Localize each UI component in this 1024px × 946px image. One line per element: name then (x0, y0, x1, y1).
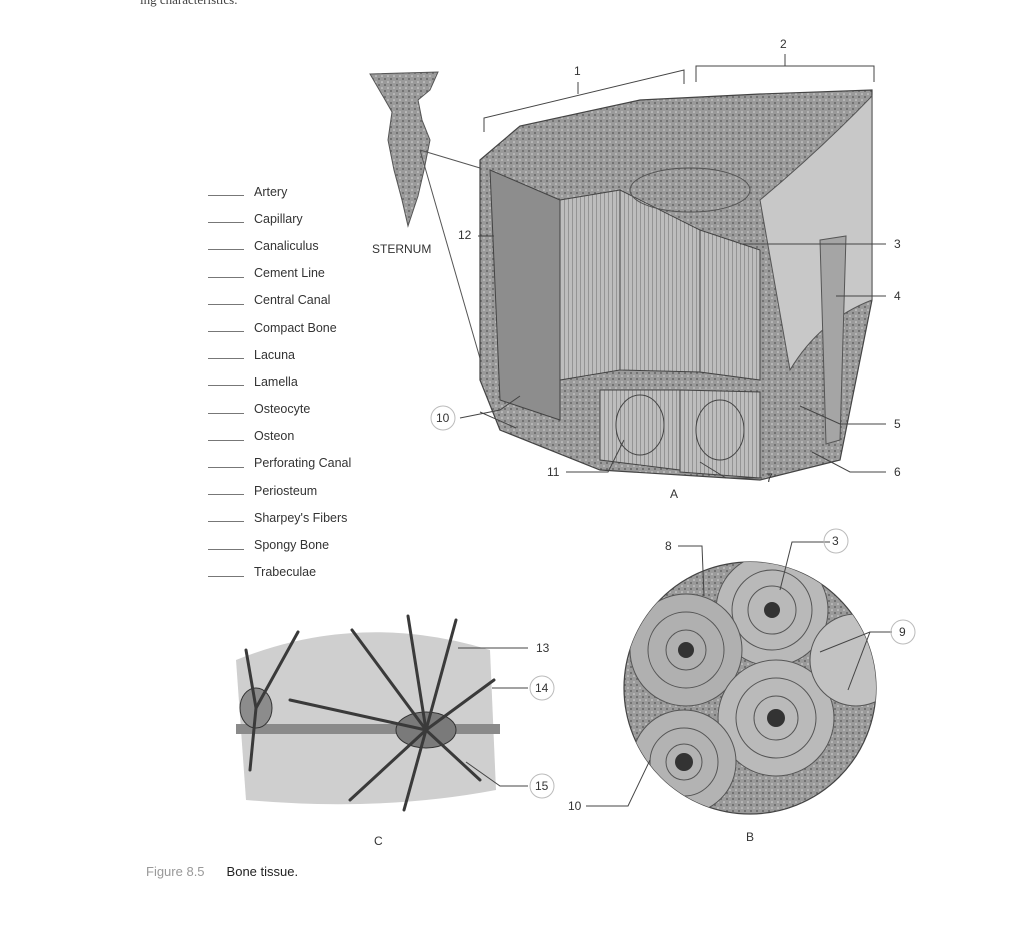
callout-10-a: 10 (436, 411, 450, 425)
term-item: Canaliculus (208, 232, 351, 259)
panel-label-b: B (746, 830, 755, 844)
callout-2: 2 (780, 37, 787, 51)
sternum-drawing (369, 71, 493, 401)
term-label: Sharpey's Fibers (254, 510, 348, 525)
term-label: Periosteum (254, 483, 318, 498)
term-item: Lamella (208, 368, 351, 395)
term-label: Osteocyte (254, 402, 311, 417)
leader-lines-c (458, 647, 528, 787)
term-list: Artery Capillary Canaliculus Cement Line… (208, 178, 351, 586)
term-label: Lamella (254, 374, 298, 389)
answer-blank (208, 350, 244, 360)
answer-blank (208, 513, 244, 523)
callout-6: 6 (894, 465, 901, 479)
answer-blank (208, 568, 244, 577)
term-label: Central Canal (254, 293, 331, 308)
cutoff-top-text: ing characteristics. (140, 0, 237, 8)
sternum-label: STERNUM (372, 242, 432, 256)
callout-15: 15 (535, 779, 549, 793)
leader-lines-a (459, 235, 886, 479)
term-label: Compact Bone (254, 320, 337, 335)
answer-blank (208, 241, 244, 251)
callout-10-b: 10 (568, 799, 582, 813)
osteocyte-drawing (236, 614, 500, 812)
callout-7: 7 (766, 471, 773, 485)
answer-blank (208, 377, 244, 387)
bracket-lines (483, 54, 875, 132)
answer-blank (208, 187, 244, 197)
term-item: Perforating Canal (208, 450, 351, 477)
panel-label-a: A (670, 487, 679, 501)
callout-1: 1 (574, 64, 581, 78)
osteon-cross-section (623, 561, 877, 815)
term-item: Central Canal (208, 287, 351, 314)
callout-3: 3 (894, 237, 901, 251)
callout-14: 14 (535, 681, 549, 695)
panel-label-c: C (374, 834, 383, 848)
answer-blank (208, 323, 244, 333)
answer-blank (208, 269, 244, 278)
term-label: Trabeculae (254, 565, 317, 580)
callout-4: 4 (894, 289, 901, 303)
leader-lines-b (586, 541, 892, 807)
term-item: Trabeculae (208, 559, 351, 586)
answer-blank (208, 459, 244, 468)
term-label: Capillary (254, 211, 303, 226)
answer-blank (208, 405, 244, 414)
callout-5: 5 (894, 417, 901, 431)
compact-spongy-bone-block (479, 89, 873, 481)
term-label: Perforating Canal (254, 456, 352, 471)
term-item: Lacuna (208, 341, 351, 368)
callout-circles (430, 405, 916, 799)
answer-blank (208, 541, 244, 550)
term-label: Spongy Bone (254, 538, 330, 553)
term-label: Osteon (254, 429, 295, 444)
term-item: Periosteum (208, 477, 351, 504)
figure-caption: Figure 8.5 Bone tissue. (146, 864, 298, 879)
term-label: Cement Line (254, 266, 325, 281)
term-item: Osteocyte (208, 396, 351, 423)
answer-blank (208, 432, 244, 441)
callout-3-b: 3 (832, 534, 839, 548)
term-label: Canaliculus (254, 238, 319, 253)
term-item: Spongy Bone (208, 531, 351, 558)
figure-title: Bone tissue. (226, 864, 299, 879)
callout-9: 9 (899, 625, 906, 639)
callout-13: 13 (536, 641, 550, 655)
term-item: Capillary (208, 205, 351, 232)
term-item: Artery (208, 178, 351, 205)
term-item: Cement Line (208, 260, 351, 287)
answer-blank (208, 296, 244, 305)
term-item: Compact Bone (208, 314, 351, 341)
term-label: Artery (254, 184, 288, 199)
callout-12: 12 (458, 228, 472, 242)
callout-11: 11 (547, 465, 560, 479)
term-item: Sharpey's Fibers (208, 504, 351, 531)
answer-blank (208, 214, 244, 224)
term-label: Lacuna (254, 347, 296, 362)
figure-number: Figure 8.5 (146, 864, 205, 879)
callout-8: 8 (665, 539, 672, 553)
term-item: Osteon (208, 423, 351, 450)
answer-blank (208, 486, 244, 496)
